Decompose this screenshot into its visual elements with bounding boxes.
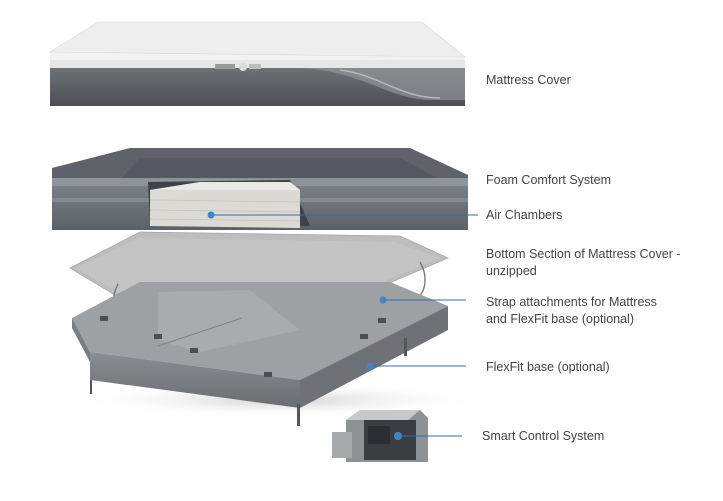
- callout-lines: [211, 214, 478, 437]
- label-flexfit-base: FlexFit base (optional): [486, 360, 610, 374]
- label-strap-line2: and FlexFit base (optional): [486, 312, 634, 326]
- label-mattress-cover: Mattress Cover: [486, 73, 571, 87]
- label-air-chambers: Air Chambers: [486, 208, 563, 222]
- label-smart-control-system: Smart Control System: [482, 429, 605, 443]
- smart-control-dot: [394, 432, 402, 440]
- label-strap-attachments: Strap attachments for Mattress and FlexF…: [486, 294, 657, 328]
- air-chambers-dot: [207, 211, 215, 219]
- flexfit-base: [70, 282, 490, 426]
- label-bottom-section-line2: unzipped: [486, 264, 537, 278]
- smart-control-unit: [332, 410, 428, 462]
- strap-dot: [379, 296, 387, 304]
- mattress-cover: [48, 21, 466, 106]
- label-bottom-section-line1: Bottom Section of Mattress Cover -: [486, 247, 681, 261]
- label-strap-line1: Strap attachments for Mattress: [486, 295, 657, 309]
- callout-dots: [207, 211, 402, 440]
- brand-logo-icon: [215, 63, 261, 71]
- air-chambers: [149, 182, 301, 228]
- flexfit-dot: [366, 362, 374, 370]
- label-bottom-section: Bottom Section of Mattress Cover - unzip…: [486, 246, 681, 280]
- label-foam-comfort-system: Foam Comfort System: [486, 173, 612, 187]
